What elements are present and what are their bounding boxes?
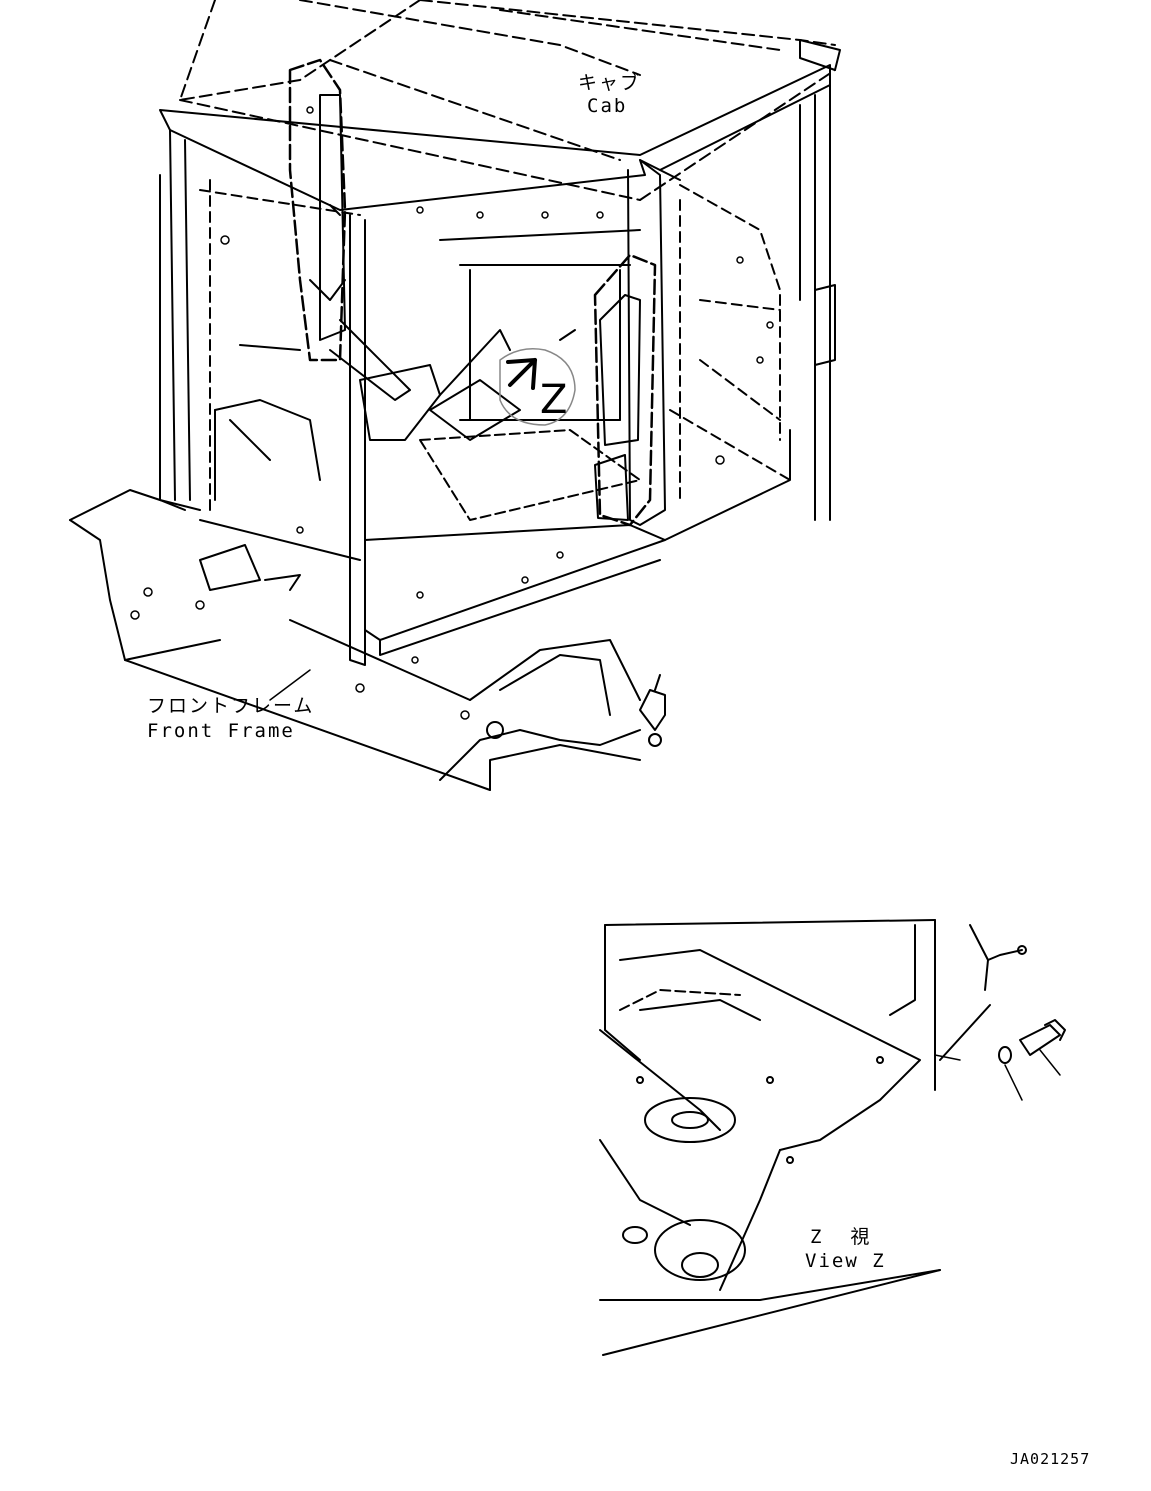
front-frame-label-jp: フロントフレーム [147, 695, 315, 717]
document-id: JA021257 [1010, 1450, 1091, 1468]
cab-top-frame [159, 39, 841, 216]
frame-leader-line [269, 669, 311, 701]
view-z-detail [599, 919, 1066, 1356]
hitch-pin [486, 674, 666, 747]
front-frame [124, 519, 641, 791]
front-frame-label-en: Front Frame [147, 720, 295, 742]
view-z-label-jp: Z 視 [810, 1226, 872, 1248]
cab-label-en: Cab [587, 95, 628, 117]
view-z-label-en: View Z [805, 1250, 886, 1272]
view-z-bubble [499, 348, 576, 426]
left-pillar-cover [288, 58, 411, 401]
view-z-marker: Z [540, 377, 568, 423]
interior-panels [199, 179, 791, 511]
cab-label-jp: キャブ [578, 72, 642, 94]
cab-floor [364, 229, 791, 656]
right-pillar-cover [593, 253, 657, 527]
right-grab-handle [814, 284, 836, 366]
cab-roof [179, 0, 836, 201]
bolt-holes [130, 106, 774, 720]
cab-posts [159, 84, 831, 666]
center-console [359, 329, 576, 441]
left-fender [69, 344, 321, 661]
